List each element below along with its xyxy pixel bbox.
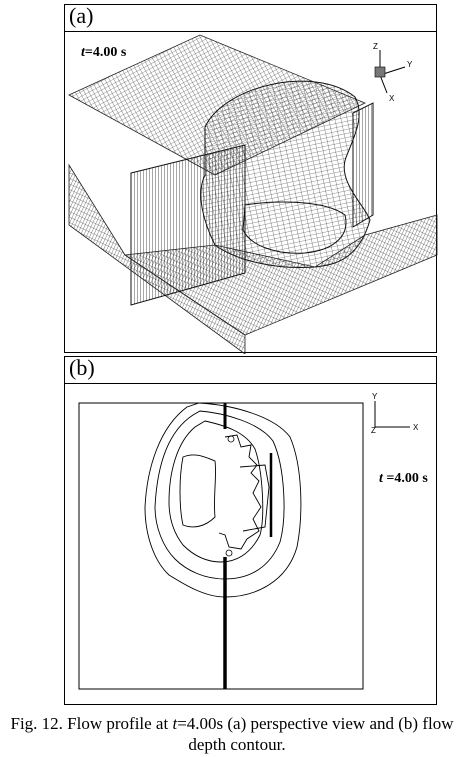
panel-a-time-value: =4.00 s — [84, 45, 127, 60]
panel-b-time-value: =4.00 s — [382, 471, 428, 486]
reservoir-surface — [68, 34, 366, 176]
caption-line-1: Fig. 12. Flow profile at t=4.00s (a) per… — [0, 713, 474, 734]
perspective-mesh-plot: Z Y X — [68, 34, 438, 354]
contour-line-2 — [154, 410, 285, 580]
panel-b-time-label: t =4.00 s — [379, 471, 428, 487]
axis-a-y-label: Y — [407, 60, 413, 69]
axis-b-y-label: Y — [372, 392, 378, 401]
contour-domain-frame — [78, 402, 364, 690]
caption-time-var: t — [172, 714, 178, 733]
figure-panel-a: (a) t=4.00 s — [64, 3, 438, 354]
panel-b-time-var: t — [379, 471, 383, 486]
figure-caption: Fig. 12. Flow profile at t=4.00s (a) per… — [0, 713, 474, 755]
caption-line1-rest: =4.00s (a) perspective view and (b) flow — [177, 714, 454, 733]
depth-contour-plot: Y Z X — [78, 392, 419, 690]
contour-line-inner-1 — [218, 434, 262, 550]
panel-a-time-var: t — [81, 45, 85, 60]
caption-prefix: Fig. 12. Flow profile at — [10, 714, 173, 733]
dam-wall-right — [352, 102, 374, 228]
axis-b-z-label: Z — [371, 426, 376, 435]
contour-line-outer — [144, 402, 302, 598]
contour-line-3 — [168, 420, 264, 563]
panel-a-time-label: t=4.00 s — [81, 45, 126, 61]
contour-line-inner-2 — [179, 454, 217, 528]
dam-wall-left — [130, 144, 246, 306]
contour-line-inner-3 — [239, 464, 270, 532]
axis-a-z-label: Z — [373, 42, 378, 51]
panel-a-label-rule — [65, 31, 436, 32]
panel-a-label: (a) — [69, 3, 94, 28]
axis-triad-b: Y Z X — [371, 392, 419, 435]
axis-triad-a: Z Y X — [373, 42, 413, 103]
figure-panel-b: (b) t =4.00 s Y Z X — [64, 356, 437, 705]
caption-line-2: depth contour. — [188, 735, 286, 754]
axis-b-x-label: X — [413, 423, 419, 432]
panel-b-label-rule — [65, 383, 436, 384]
panel-b-label: (b) — [69, 355, 95, 380]
axis-a-x-label: X — [389, 94, 395, 103]
